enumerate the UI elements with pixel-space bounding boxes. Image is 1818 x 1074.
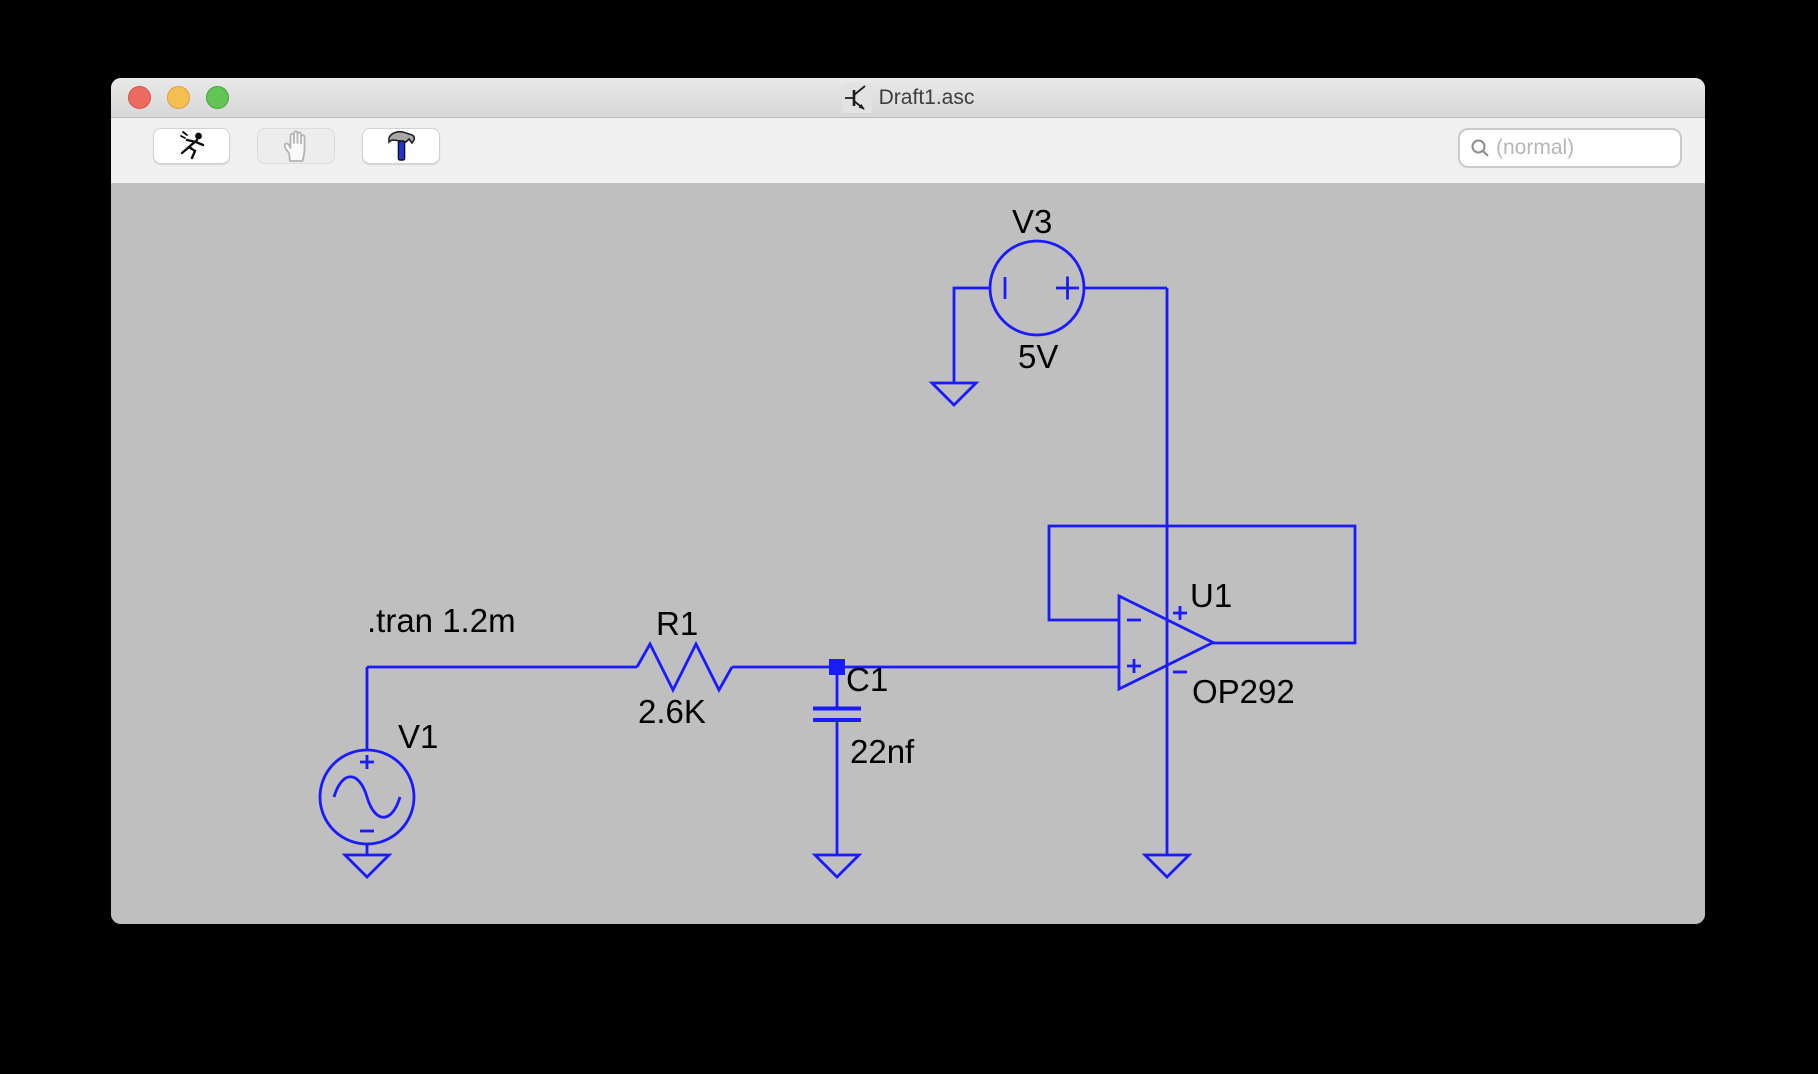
hammer-icon [388,130,416,161]
label-v1-name[interactable]: V1 [398,718,438,755]
title-bar[interactable]: Draft1.asc [111,78,1705,118]
component-v3-dc-source[interactable] [952,239,1167,383]
label-r1-name[interactable]: R1 [656,605,698,642]
toolbar [111,118,1705,183]
search-input[interactable] [1496,136,1672,160]
ground-c1[interactable] [811,853,863,879]
label-u1-value[interactable]: OP292 [1192,673,1295,710]
npn-transistor-icon [841,82,872,113]
label-v3-name[interactable]: V3 [1012,203,1052,240]
ltspice-window: Draft1.asc [111,78,1705,924]
tools-button[interactable] [362,128,440,164]
spice-directive[interactable]: .tran 1.2m [367,602,516,639]
zoom-button[interactable] [206,86,229,109]
close-button[interactable] [128,86,151,109]
running-man-icon [179,131,204,160]
minimize-button[interactable] [167,86,190,109]
hand-icon [283,130,306,162]
traffic-lights [128,86,229,109]
window-title: Draft1.asc [878,85,975,109]
component-c1-capacitor[interactable] [813,667,861,855]
pan-button[interactable] [257,128,335,164]
label-v3-value[interactable]: 5V [1018,338,1058,375]
run-simulation-button[interactable] [153,128,230,164]
schematic-canvas[interactable]: .tran 1.2m V1 R1 2.6K C1 22nf V3 5V U1 O… [111,184,1705,924]
magnifier-icon [1471,139,1489,157]
label-r1-value[interactable]: 2.6K [638,693,706,730]
search-field[interactable] [1458,128,1682,168]
label-c1-name[interactable]: C1 [846,661,888,698]
label-u1-name[interactable]: U1 [1190,577,1232,614]
ground-opamp[interactable] [1141,853,1193,879]
component-u1-opamp[interactable] [1117,593,1217,692]
window-title-group: Draft1.asc [841,82,975,113]
ground-v1[interactable] [341,853,393,879]
wire-main-signal[interactable] [365,665,1119,750]
component-v1-ac-source[interactable] [318,748,416,855]
wire-feedback-loop[interactable] [1047,524,1357,645]
label-c1-value[interactable]: 22nf [850,733,915,770]
component-r1-resistor[interactable] [635,640,734,694]
ground-v3[interactable] [928,381,980,407]
